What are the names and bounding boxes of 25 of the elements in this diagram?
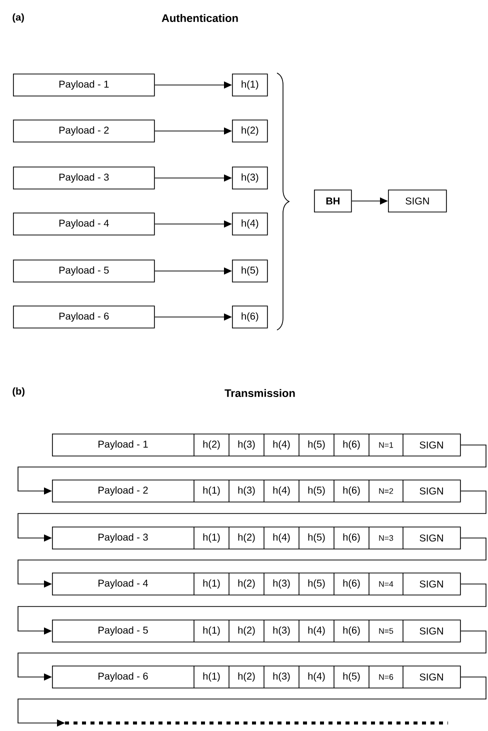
payload-box: Payload - 6 [13,306,155,328]
payload-box: Payload - 1 [13,74,155,96]
packet-row: Payload - 1 h(2) h(3) h(4) h(5) h(6) N=1 SIGN [52,434,461,456]
panel-label: (a) [12,13,24,23]
block-box: SIGN [388,190,447,212]
packet-row: Payload - 6 h(1) h(2) h(3) h(4) h(5) N=6 SIGN [52,666,461,688]
packet-row: Payload - 4 h(1) h(2) h(3) h(5) h(6) N=4 SIGN [52,572,461,596]
payload-box: Payload - 4 [13,212,155,236]
hash-box: h(2) [232,120,268,142]
panel-label: (b) [12,387,24,397]
payload-box: Payload - 5 [13,260,155,282]
payload-box: Payload - 2 [13,120,155,142]
section-heading: Authentication [162,14,238,22]
block-box: BH [314,190,352,212]
section-heading: Transmission [224,388,295,398]
hash-box: h(6) [232,306,268,328]
packet-row: Payload - 2 h(1) h(3) h(4) h(5) h(6) N=2 SIGN [52,480,461,502]
payload-box: Payload - 3 [13,166,155,190]
hash-box: h(5) [232,260,268,282]
hash-box: h(1) [232,74,268,96]
packet-row: Payload - 5 h(1) h(2) h(3) h(4) h(6) N=5 SIGN [52,620,461,642]
packet-row: Payload - 3 h(1) h(2) h(4) h(5) h(6) N=3 SIGN [52,526,461,550]
hash-box: h(4) [232,212,268,236]
hash-box: h(3) [232,166,268,190]
dotted-line [65,722,448,724]
